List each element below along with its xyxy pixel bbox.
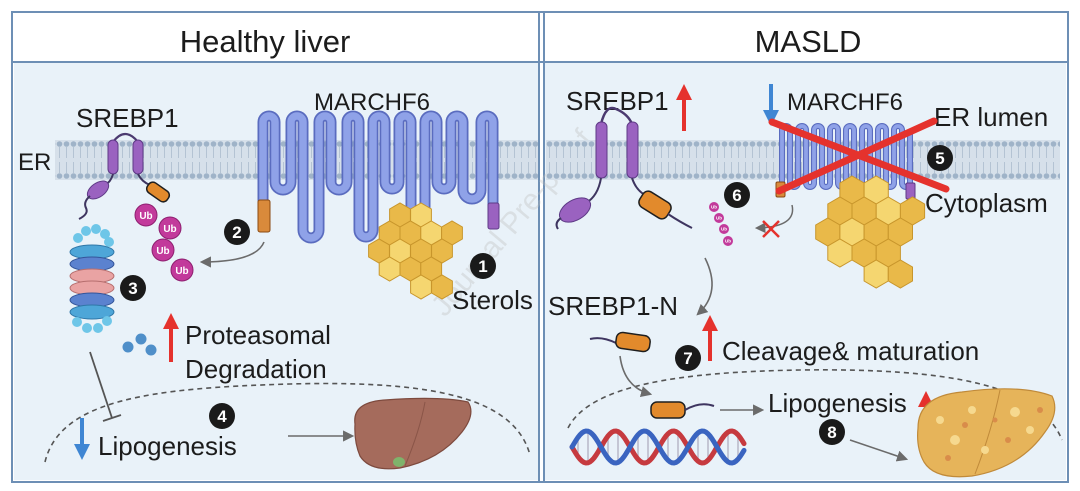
inhibition-line xyxy=(89,351,113,419)
ubiquitin-1 xyxy=(134,203,158,227)
dna-helix xyxy=(569,428,747,466)
nucleus-boundary-right xyxy=(567,369,1063,441)
blue-down-arrow-icon xyxy=(763,84,779,126)
step-marker-7: 7 xyxy=(675,345,701,371)
ubiquitin-4-label: Ub xyxy=(175,266,188,277)
step-marker-3: 3 xyxy=(120,275,146,301)
srebp1-protein-right xyxy=(555,106,693,230)
srebp1-protein-left xyxy=(78,132,171,220)
ubiquitin-chain-left: Ub Ub Ub Ub xyxy=(134,203,194,282)
red-up-arrow-icon xyxy=(676,84,692,131)
step-7-number: 7 xyxy=(683,349,692,368)
step-marker-4: 4 xyxy=(209,403,235,429)
marchf6-c-terminus-left xyxy=(487,202,500,230)
degradation-label: Degradation xyxy=(185,354,327,384)
proteasomal-label: Proteasomal xyxy=(185,320,331,350)
sterol-hexagon xyxy=(431,274,453,300)
healthy-liver xyxy=(354,397,472,470)
step-5-number: 5 xyxy=(935,149,944,168)
sterol-cluster-left xyxy=(368,202,463,300)
inhibition-bar xyxy=(102,414,122,422)
ubiquitin-1-label: Ub xyxy=(139,211,152,222)
ubiquitin-small-4-label: Ub xyxy=(725,239,731,244)
right-panel-title: MASLD xyxy=(755,24,862,59)
ubiquitin-small-1-label: Ub xyxy=(711,205,717,210)
step-marker-6: 6 xyxy=(724,182,750,208)
sterol-hexagon xyxy=(887,259,913,289)
proteasome xyxy=(69,224,115,333)
srebp1-n-nuclear xyxy=(650,401,715,419)
er-label: ER xyxy=(18,149,51,176)
dna-strand-blue xyxy=(569,428,747,466)
small-red-cross-icon xyxy=(762,220,780,238)
sterol-cluster-right xyxy=(815,175,926,289)
red-up-arrow-icon xyxy=(702,315,718,361)
step-6-number: 6 xyxy=(732,186,741,205)
srebp1-n-fragment xyxy=(589,331,651,353)
step-3-number: 3 xyxy=(128,279,137,298)
cleavage-maturation-label: Cleavage& maturation xyxy=(722,336,979,366)
ubiquitin-3 xyxy=(151,238,175,262)
srebp1-label-right: SREBP1 xyxy=(566,86,669,116)
ubiquitin-2 xyxy=(158,216,182,240)
srebp1-label-left: SREBP1 xyxy=(76,103,179,133)
ubiquitin-2-label: Ub xyxy=(163,224,176,235)
blocked-ubiquitination-arrow xyxy=(754,204,794,234)
step-marker-8: 8 xyxy=(819,419,845,445)
lipogenesis-label-right: Lipogenesis xyxy=(768,388,907,418)
cytoplasm-label: Cytoplasm xyxy=(925,188,1048,218)
er-lumen-label: ER lumen xyxy=(934,102,1048,132)
step-1-number: 1 xyxy=(478,257,487,276)
fatty-liver xyxy=(917,388,1056,478)
arrow-to-nucleus xyxy=(619,355,653,398)
left-panel-title: Healthy liver xyxy=(180,24,351,59)
arrow-to-srebp1-n xyxy=(696,257,713,316)
step-4-number: 4 xyxy=(217,407,227,426)
step-marker-1: 1 xyxy=(470,253,496,279)
ubiquitin-small-3-label: Ub xyxy=(721,227,727,232)
marchf6-label-right: MARCHF6 xyxy=(787,89,903,116)
red-up-arrow-icon xyxy=(163,313,179,362)
blue-down-arrow-icon xyxy=(74,418,90,460)
step-8-number: 8 xyxy=(827,423,836,442)
sterols-label: Sterols xyxy=(452,285,533,315)
ubiquitin-chain-right: Ub Ub Ub Ub xyxy=(709,202,733,246)
nucleus-boundary-left xyxy=(44,382,531,463)
marchf6-c-terminus-right xyxy=(905,182,916,200)
degraded-peptides xyxy=(122,333,157,356)
step-marker-2: 2 xyxy=(224,219,250,245)
ubiquitin-small-2-label: Ub xyxy=(716,216,722,221)
marchf6-protein-left xyxy=(257,110,499,244)
step-2-number: 2 xyxy=(232,223,241,242)
red-cross-icon xyxy=(768,117,950,195)
ubiquitin-3-label: Ub xyxy=(156,246,169,257)
step-marker-5: 5 xyxy=(927,145,953,171)
ubiquitin-4 xyxy=(170,258,194,282)
lipogenesis-label-left: Lipogenesis xyxy=(98,431,237,461)
marchf6-n-terminus-left xyxy=(257,199,271,233)
arrow-to-fatty-liver xyxy=(849,439,909,462)
arrow-to-proteasome xyxy=(199,241,265,268)
marchf6-label-left: MARCHF6 xyxy=(314,89,430,116)
srebp1-n-label: SREBP1-N xyxy=(548,291,678,321)
